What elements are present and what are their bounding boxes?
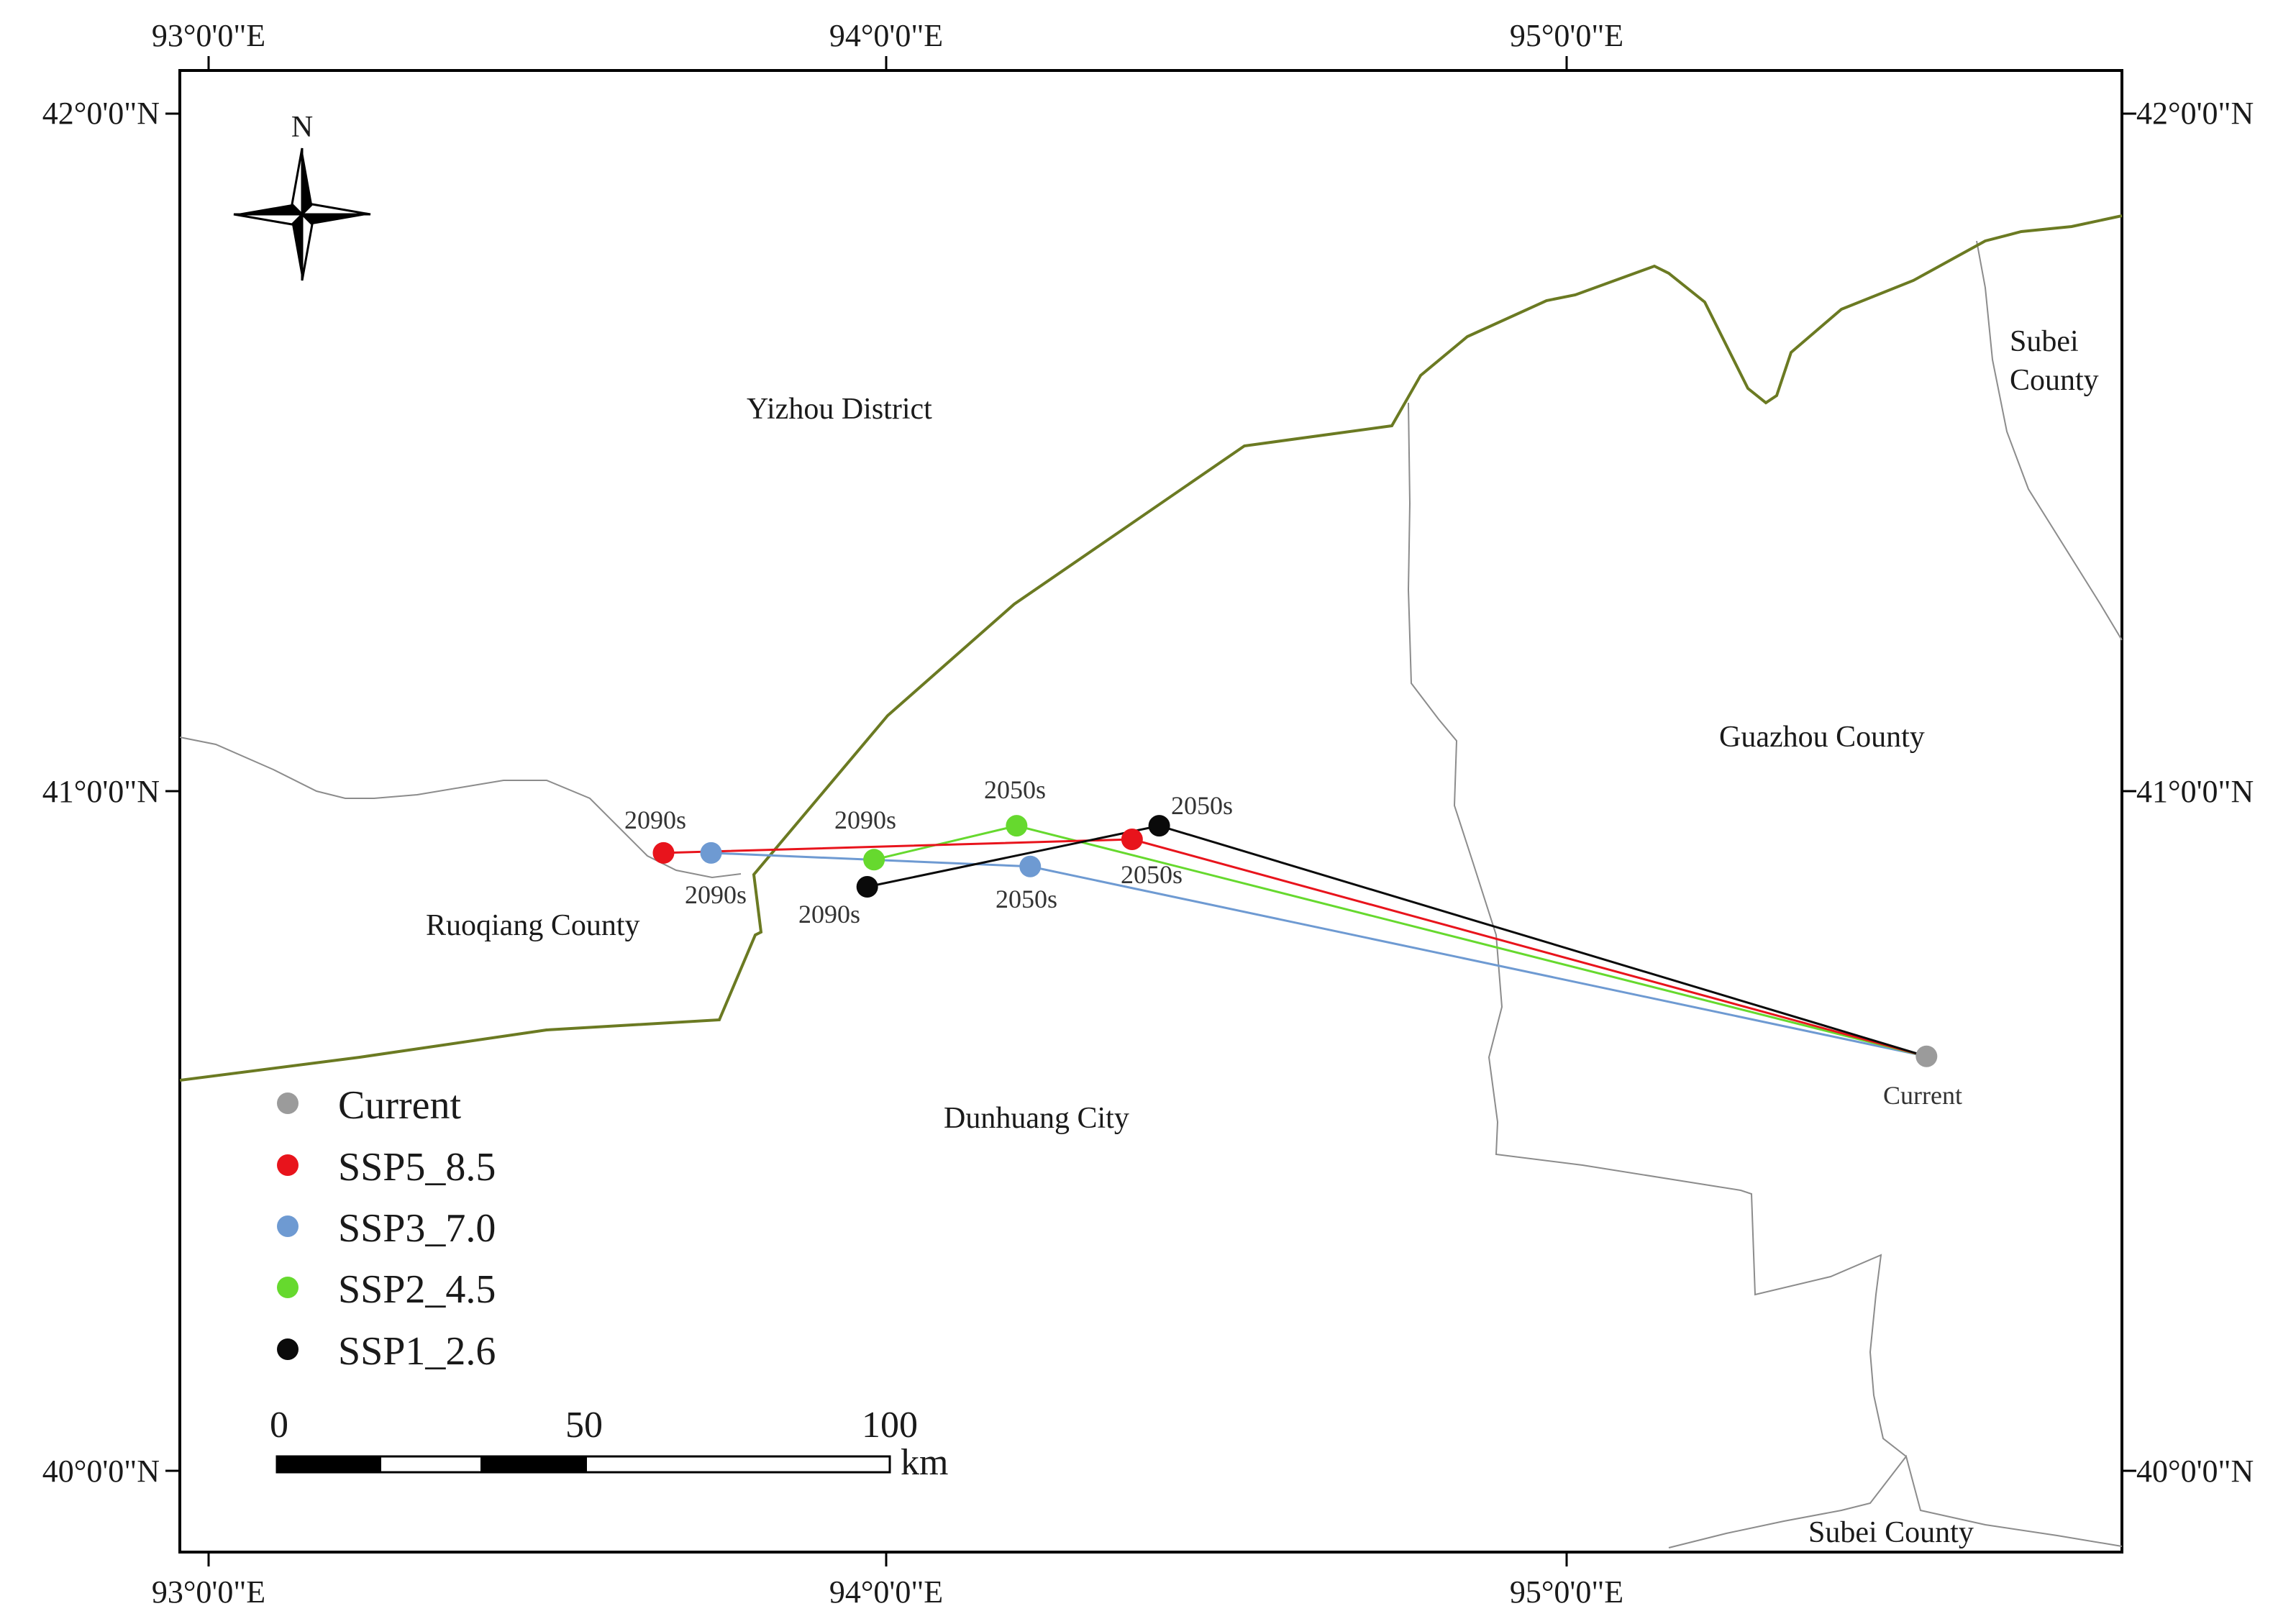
subei-top-boundary xyxy=(1976,240,2123,641)
guazhou-dunhuang-boundary xyxy=(1407,402,1907,1457)
lon-label-top-93: 93°0'0"E xyxy=(152,18,265,53)
subei-bottom-label: Subei County xyxy=(1808,1516,1974,1549)
scale-tick-0: 0 xyxy=(270,1405,288,1446)
lat-label-right-40: 40°0'0"N xyxy=(2136,1454,2254,1489)
ssp1-2090s-point xyxy=(856,876,878,898)
ssp5-2050s-label: 2050s xyxy=(1121,860,1183,889)
scale-bar: 0 50 100 km xyxy=(270,1405,948,1483)
province-boundary xyxy=(179,214,2123,1082)
county-boundaries xyxy=(179,240,2123,1548)
lon-label-top-94: 94°0'0"E xyxy=(829,18,943,53)
lon-label-bottom-93: 93°0'0"E xyxy=(152,1574,265,1610)
scale-unit: km xyxy=(901,1442,948,1483)
ssp1-2090s-label: 2090s xyxy=(798,900,860,929)
lat-label-right-41: 41°0'0"N xyxy=(2136,774,2254,809)
lat-label-left-40: 40°0'0"N xyxy=(42,1454,160,1489)
ssp5-2090s-point xyxy=(652,841,675,864)
legend: Current SSP5_8.5 SSP3_7.0 SSP2_4.5 SSP1_… xyxy=(277,1083,496,1374)
current-point xyxy=(1915,1045,1938,1067)
legend-label-current: Current xyxy=(338,1083,462,1128)
lat-label-left-41: 41°0'0"N xyxy=(42,774,160,809)
lon-label-bottom-94: 94°0'0"E xyxy=(829,1574,943,1610)
point-labels: 2090s 2090s 2090s 2090s 2050s 2050s 2050… xyxy=(624,775,1962,1110)
ssp3-2050s-label: 2050s xyxy=(996,885,1057,913)
north-label: N xyxy=(291,111,313,144)
ssp3-2090s-label: 2090s xyxy=(685,880,747,909)
ssp1-2050s-label: 2050s xyxy=(1171,791,1233,820)
yizhou-label: Yizhou District xyxy=(747,393,932,426)
lat-label-left-42: 42°0'0"N xyxy=(42,96,160,131)
ssp1-2050s-point xyxy=(1148,815,1170,837)
ssp2-2050s-label: 2050s xyxy=(984,775,1046,804)
legend-dot-current xyxy=(277,1092,299,1114)
subei-bottom-boundary xyxy=(1668,1454,2123,1548)
centroid-points xyxy=(652,815,1938,1067)
ssp2-2090s-label: 2090s xyxy=(834,806,896,834)
ssp3-2090s-point xyxy=(700,841,722,864)
legend-label-ssp2: SSP2_4.5 xyxy=(338,1267,496,1312)
ruoqiang-label: Ruoqiang County xyxy=(426,909,640,942)
dunhuang-label: Dunhuang City xyxy=(944,1102,1129,1135)
guazhou-label: Guazhou County xyxy=(1719,721,1925,754)
legend-label-ssp1: SSP1_2.6 xyxy=(338,1329,496,1374)
legend-label-ssp5: SSP5_8.5 xyxy=(338,1145,496,1190)
subei-top-label-line2: County xyxy=(2010,364,2099,397)
current-point-label: Current xyxy=(1883,1081,1962,1110)
ssp3-2050s-point xyxy=(1019,855,1042,877)
ssp5-2050s-point xyxy=(1121,829,1143,851)
ssp2-2090s-point xyxy=(863,849,885,871)
legend-dot-ssp3 xyxy=(277,1215,299,1237)
scale-tick-50: 50 xyxy=(565,1405,603,1446)
coordinate-labels: 93°0'0"E 94°0'0"E 95°0'0"E 93°0'0"E 94°0… xyxy=(42,18,2254,1610)
lon-label-top-95: 95°0'0"E xyxy=(1510,18,1623,53)
frame-ticks xyxy=(165,56,2136,1566)
scale-tick-100: 100 xyxy=(862,1405,918,1446)
region-labels: Yizhou District Guazhou County Ruoqiang … xyxy=(426,325,2099,1549)
ssp5-2090s-label: 2090s xyxy=(624,806,686,834)
legend-dot-ssp2 xyxy=(277,1277,299,1298)
legend-dot-ssp1 xyxy=(277,1338,299,1360)
legend-dot-ssp5 xyxy=(277,1154,299,1176)
lon-label-bottom-95: 95°0'0"E xyxy=(1510,1574,1623,1610)
ssp2-2050s-point xyxy=(1006,815,1028,837)
north-arrow-icon: N xyxy=(233,111,371,281)
subei-top-label-line1: Subei xyxy=(2010,325,2079,358)
legend-label-ssp3: SSP3_7.0 xyxy=(338,1206,496,1251)
map-frame xyxy=(178,69,2123,1554)
lat-label-right-42: 42°0'0"N xyxy=(2136,96,2254,131)
